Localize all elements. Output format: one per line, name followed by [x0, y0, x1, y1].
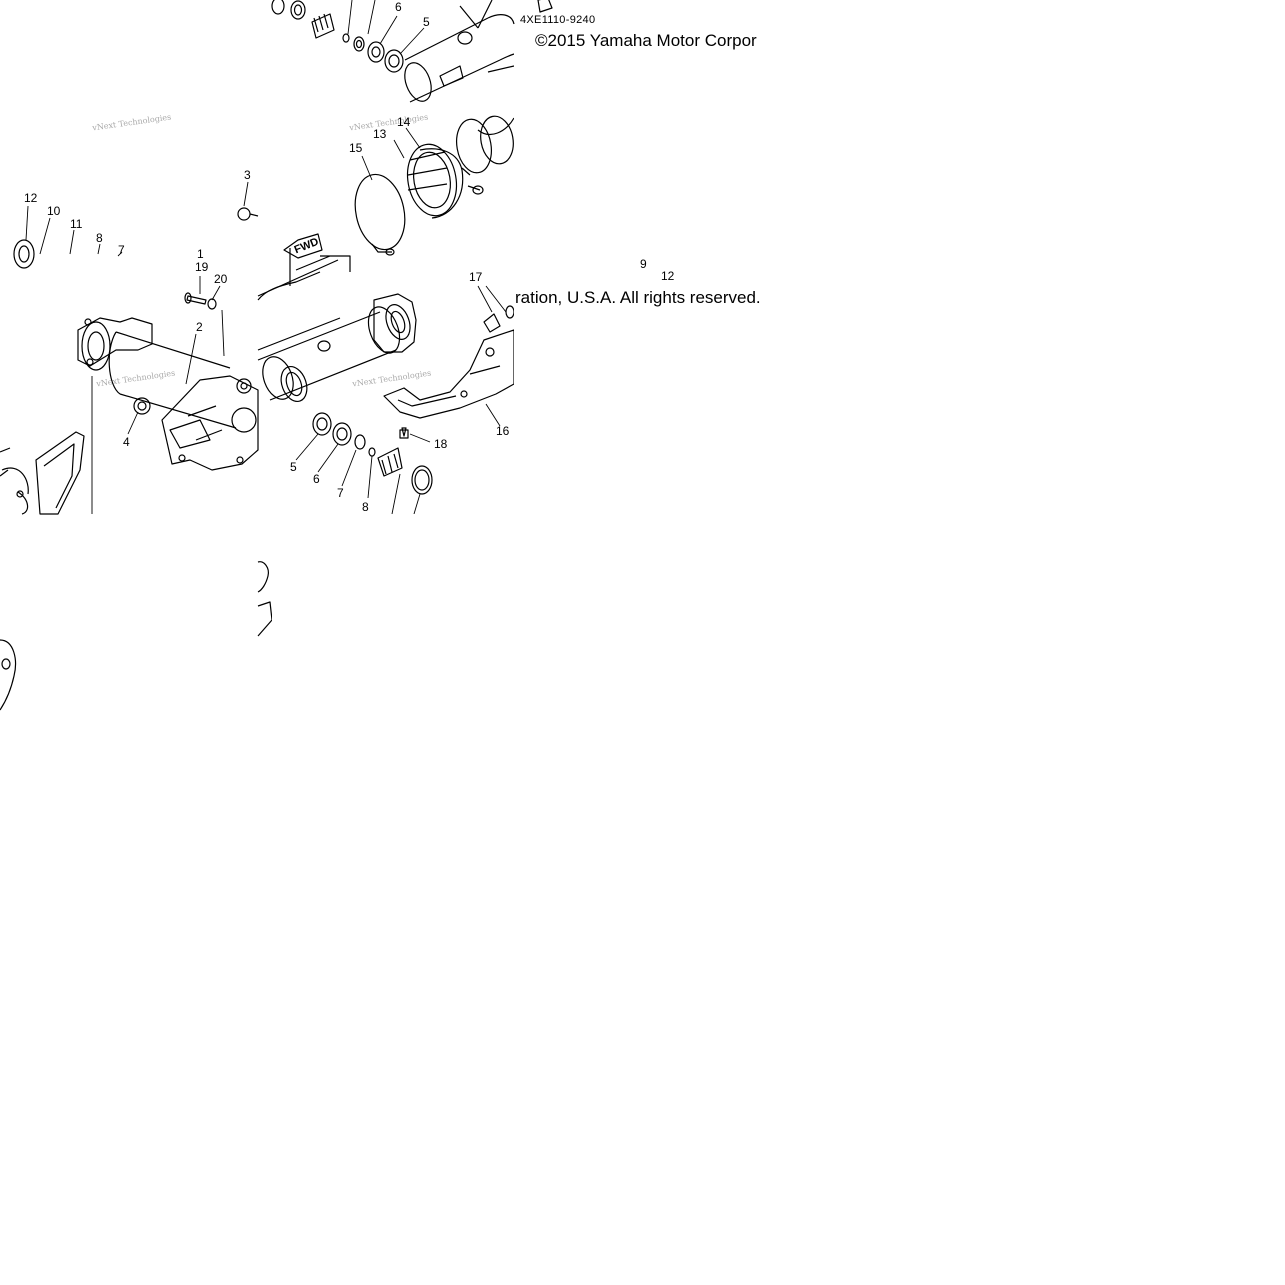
fwd-arrow — [283, 233, 351, 286]
guard-plate-16 — [383, 305, 515, 419]
part-code: 4XE1110-9240 — [520, 14, 596, 26]
callout-10: 10 — [47, 204, 61, 218]
callout-8: 8 — [362, 500, 369, 514]
leader-lines — [25, 0, 673, 515]
callout-11: 11 — [70, 217, 83, 231]
top-mechanism — [271, 0, 553, 256]
callout-19: 19 — [195, 260, 209, 274]
swingarm-housing — [77, 207, 433, 495]
callout-9: 9 — [640, 257, 647, 271]
callout-20: 20 — [214, 272, 228, 286]
left-parts — [0, 239, 85, 711]
callout-4: 4 — [123, 435, 130, 449]
callout-12-right: 12 — [661, 269, 675, 283]
copyright-line-2: ration, U.S.A. All rights reserved. — [515, 288, 761, 307]
callout-17: 17 — [469, 270, 483, 284]
callout-18: 18 — [434, 437, 448, 451]
blank-region-upper-left — [0, 52, 258, 148]
blank-region-center — [272, 514, 514, 1285]
callout-15: 15 — [349, 141, 363, 155]
copyright-line-1: ©2015 Yamaha Motor Corpor — [535, 31, 757, 50]
callout-14: 14 — [397, 115, 411, 129]
callout-7: 7 — [337, 486, 344, 500]
callout-6: 6 — [313, 472, 320, 486]
callout-1: 1 — [197, 247, 204, 261]
blank-region-bottom — [16, 710, 1285, 1285]
callout-5: 5 — [290, 460, 297, 474]
callout-5-top: 5 — [423, 15, 430, 29]
callout-16: 16 — [496, 424, 510, 438]
callout-7-left: 7 — [118, 243, 125, 257]
callout-12-left: 12 — [24, 191, 38, 205]
callout-3: 3 — [244, 168, 251, 182]
callout-2: 2 — [196, 320, 203, 334]
callout-8-left: 8 — [96, 231, 103, 245]
lower-fragment — [257, 561, 273, 637]
callout-13: 13 — [373, 127, 387, 141]
callout-6-top: 6 — [395, 0, 402, 14]
